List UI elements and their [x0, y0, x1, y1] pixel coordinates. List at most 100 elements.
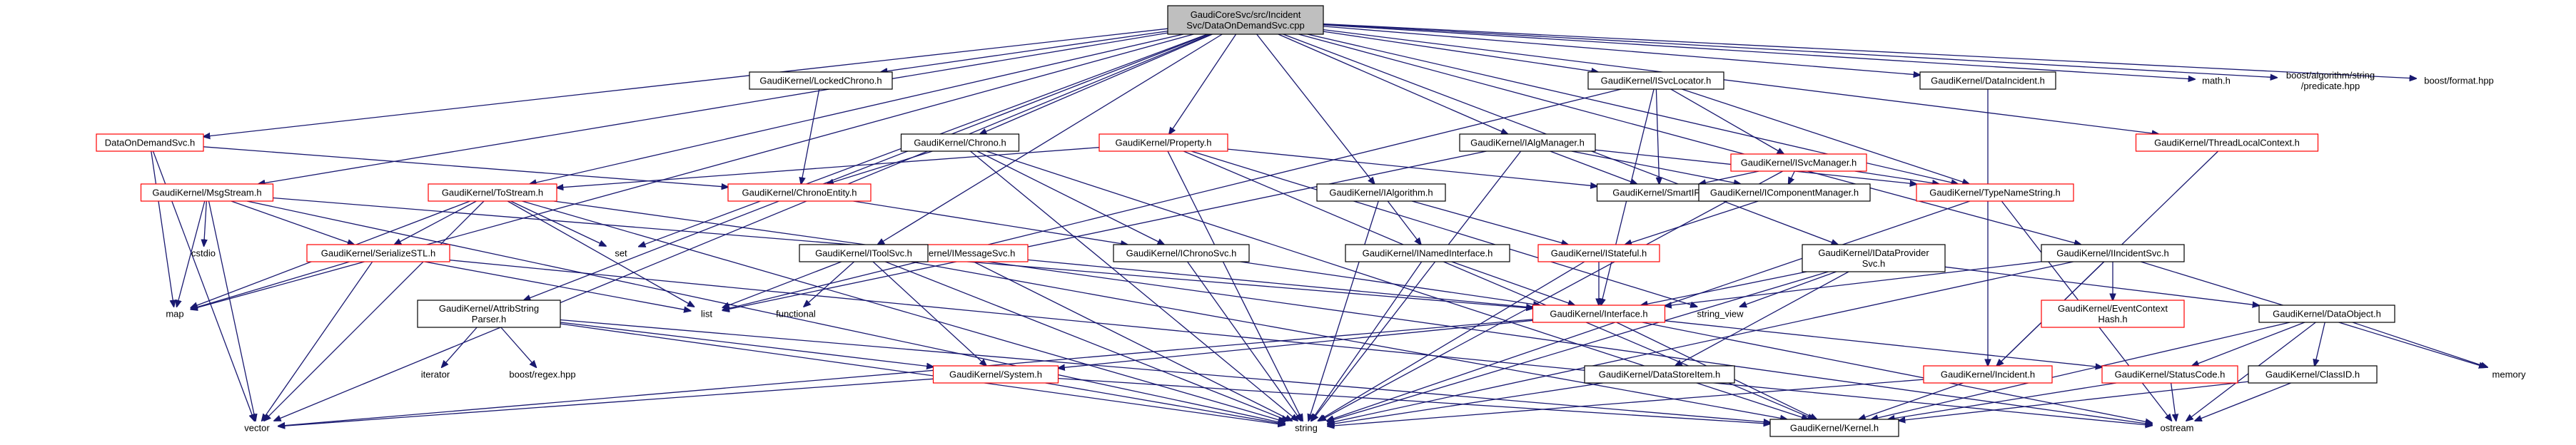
edge-dataondemandsvc-to-chronoentity	[203, 146, 728, 187]
node-box-attribstringparser	[417, 300, 561, 328]
node-iincidentsvc[interactable]: GaudiKernel/IIncidentSvc.h	[2041, 244, 2185, 262]
edge-isvclocator-to-isvcmanager	[1670, 88, 1784, 154]
node-box-ialgmanager	[1459, 133, 1596, 152]
edge-dataobject-to-kernel	[1872, 322, 2290, 419]
node-label-functional: functional	[776, 309, 816, 319]
edge-root-to-iincidentsvc	[1298, 34, 2081, 245]
node-label-memory: memory	[2492, 369, 2526, 380]
node-system[interactable]: GaudiKernel/System.h	[932, 365, 1059, 384]
node-box-property	[1098, 133, 1228, 152]
edge-attribstringparser-to-string	[560, 323, 1285, 425]
node-serializestl[interactable]: GaudiKernel/SerializeSTL.h	[306, 244, 450, 262]
edge-root-to-map	[191, 34, 1194, 310]
edge-datastoreitem-to-string	[1328, 382, 1603, 425]
edge-inamedinterface-to-string	[1311, 261, 1423, 421]
edge-ialgmanager-to-smartif	[1550, 150, 1637, 184]
node-label-istateful: GaudiKernel/IStateful.h	[1551, 248, 1647, 259]
node-chrono[interactable]: GaudiKernel/Chrono.h	[900, 133, 1020, 152]
node-threadlocal[interactable]: GaudiKernel/ThreadLocalContext.h	[2135, 133, 2319, 152]
node-label-boostformat: boost/format.hpp	[2424, 76, 2494, 86]
node-inamedinterface[interactable]: GaudiKernel/INamedInterface.h	[1345, 244, 1510, 262]
node-datastoreitem[interactable]: GaudiKernel/DataStoreItem.h	[1584, 365, 1735, 384]
edge-root-to-boostpredicate	[1323, 24, 2277, 78]
node-istateful[interactable]: GaudiKernel/IStateful.h	[1537, 244, 1660, 262]
nodes: GaudiCoreSvc/src/IncidentSvc/DataOnDeman…	[96, 5, 2526, 437]
edge-icomponentmanager-to-istateful	[1625, 200, 1759, 245]
edge-itoolsvc-to-interface	[927, 257, 1533, 308]
edge-chrono-to-chronoentity	[827, 150, 933, 184]
node-label-datastoreitem: GaudiKernel/DataStoreItem.h	[1599, 369, 1721, 380]
node-label-inamedinterface: GaudiKernel/INamedInterface.h	[1363, 248, 1493, 259]
edge-system-to-kernel	[1058, 377, 1771, 424]
edge-ichronosvc-to-interface	[1240, 261, 1540, 305]
node-label-set: set	[615, 248, 627, 259]
node-tostream[interactable]: GaudiKernel/ToStream.h	[428, 183, 557, 202]
edge-root-to-dataincident	[1323, 26, 1920, 75]
node-label-msgstream: GaudiKernel/MsgStream.h	[152, 188, 261, 198]
node-incident[interactable]: GaudiKernel/Incident.h	[1923, 365, 2053, 384]
node-label-ialgmanager: GaudiKernel/IAlgManager.h	[1470, 138, 1585, 148]
node-itoolsvc[interactable]: GaudiKernel/IToolSvc.h	[799, 244, 929, 262]
node-dataondemandsvc[interactable]: DataOnDemandSvc.h	[96, 133, 204, 152]
edge-root-to-tostream	[530, 34, 1183, 184]
node-msgstream[interactable]: GaudiKernel/MsgStream.h	[140, 183, 274, 202]
edge-system-to-vector	[278, 378, 934, 426]
edge-root-to-ialgmanager	[1278, 34, 1507, 134]
node-kernel[interactable]: GaudiKernel/Kernel.h	[1769, 419, 1899, 437]
node-label-incident: GaudiKernel/Incident.h	[1941, 369, 2035, 380]
node-box-dataobject	[2258, 305, 2395, 323]
node-dataincident[interactable]: GaudiKernel/DataIncident.h	[1919, 71, 2056, 90]
edge-serializestl-to-map	[191, 261, 350, 309]
node-root[interactable]: GaudiCoreSvc/src/IncidentSvc/DataOnDeman…	[1167, 5, 1324, 35]
node-box-ichronosvc	[1113, 244, 1250, 262]
node-label-dataincident: GaudiKernel/DataIncident.h	[1931, 76, 2045, 86]
edge-msgstream-to-map	[177, 200, 206, 307]
node-classid[interactable]: GaudiKernel/ClassID.h	[2248, 365, 2378, 384]
node-typenamestring[interactable]: GaudiKernel/TypeNameString.h	[1916, 183, 2074, 202]
edge-isvclocator-to-smartif	[1656, 88, 1659, 184]
edge-itoolsvc-to-system	[872, 261, 986, 366]
node-lockedchrono[interactable]: GaudiKernel/LockedChrono.h	[749, 71, 893, 90]
node-ichronosvc[interactable]: GaudiKernel/IChronoSvc.h	[1113, 244, 1250, 262]
node-ialgmanager[interactable]: GaudiKernel/IAlgManager.h	[1459, 133, 1596, 152]
node-box-itoolsvc	[799, 244, 929, 262]
edge-root-to-isvclocator	[1323, 31, 1598, 72]
edge-dataobject-to-classid	[2315, 322, 2325, 366]
node-label-vector: vector	[244, 423, 270, 434]
node-box-threadlocal	[2135, 133, 2319, 152]
edge-interface-to-statuscode	[1665, 320, 2103, 367]
node-dataobject[interactable]: GaudiKernel/DataObject.h	[2258, 305, 2395, 323]
edges	[151, 23, 2487, 426]
node-label-boostpredicate: /predicate.hpp	[2301, 81, 2360, 91]
node-ialgorithm[interactable]: GaudiKernel/IAlgorithm.h	[1316, 183, 1446, 202]
edge-imessagesvc-to-string	[973, 261, 1292, 421]
edge-lockedchrono-to-chronoentity	[801, 88, 820, 184]
node-property[interactable]: GaudiKernel/Property.h	[1098, 133, 1228, 152]
node-label-attribstringparser: Parser.h	[472, 314, 506, 324]
edge-tostream-to-vector	[264, 200, 485, 421]
edge-dataobject-to-statuscode	[2192, 322, 2305, 366]
node-label-idataprovidersvc: GaudiKernel/IDataProvider	[1818, 247, 1929, 258]
node-icomponentmanager[interactable]: GaudiKernel/IComponentManager.h	[1698, 183, 1871, 202]
node-label-iincidentsvc: GaudiKernel/IIncidentSvc.h	[2056, 248, 2169, 259]
node-chronoentity[interactable]: GaudiKernel/ChronoEntity.h	[727, 183, 872, 202]
edge-property-to-smartif	[1227, 148, 1597, 186]
node-box-ialgorithm	[1316, 183, 1446, 202]
node-label-lockedchrono: GaudiKernel/LockedChrono.h	[759, 76, 882, 86]
node-box-kernel	[1769, 419, 1899, 437]
node-box-statuscode	[2101, 365, 2238, 384]
node-boostregex: boost/regex.hpp	[509, 369, 575, 380]
node-label-dataobject: GaudiKernel/DataObject.h	[2273, 309, 2381, 319]
node-isvclocator[interactable]: GaudiKernel/ISvcLocator.h	[1587, 71, 1724, 90]
node-box-dataincident	[1919, 71, 2056, 90]
node-map: map	[166, 309, 183, 319]
node-statuscode[interactable]: GaudiKernel/StatusCode.h	[2101, 365, 2238, 384]
node-label-classid: GaudiKernel/ClassID.h	[2266, 369, 2360, 380]
edge-itoolsvc-to-kernel	[911, 261, 1787, 419]
node-label-statuscode: GaudiKernel/StatusCode.h	[2115, 369, 2226, 380]
node-interface[interactable]: GaudiKernel/Interface.h	[1532, 305, 1666, 323]
node-isvcmanager[interactable]: GaudiKernel/ISvcManager.h	[1730, 153, 1867, 172]
